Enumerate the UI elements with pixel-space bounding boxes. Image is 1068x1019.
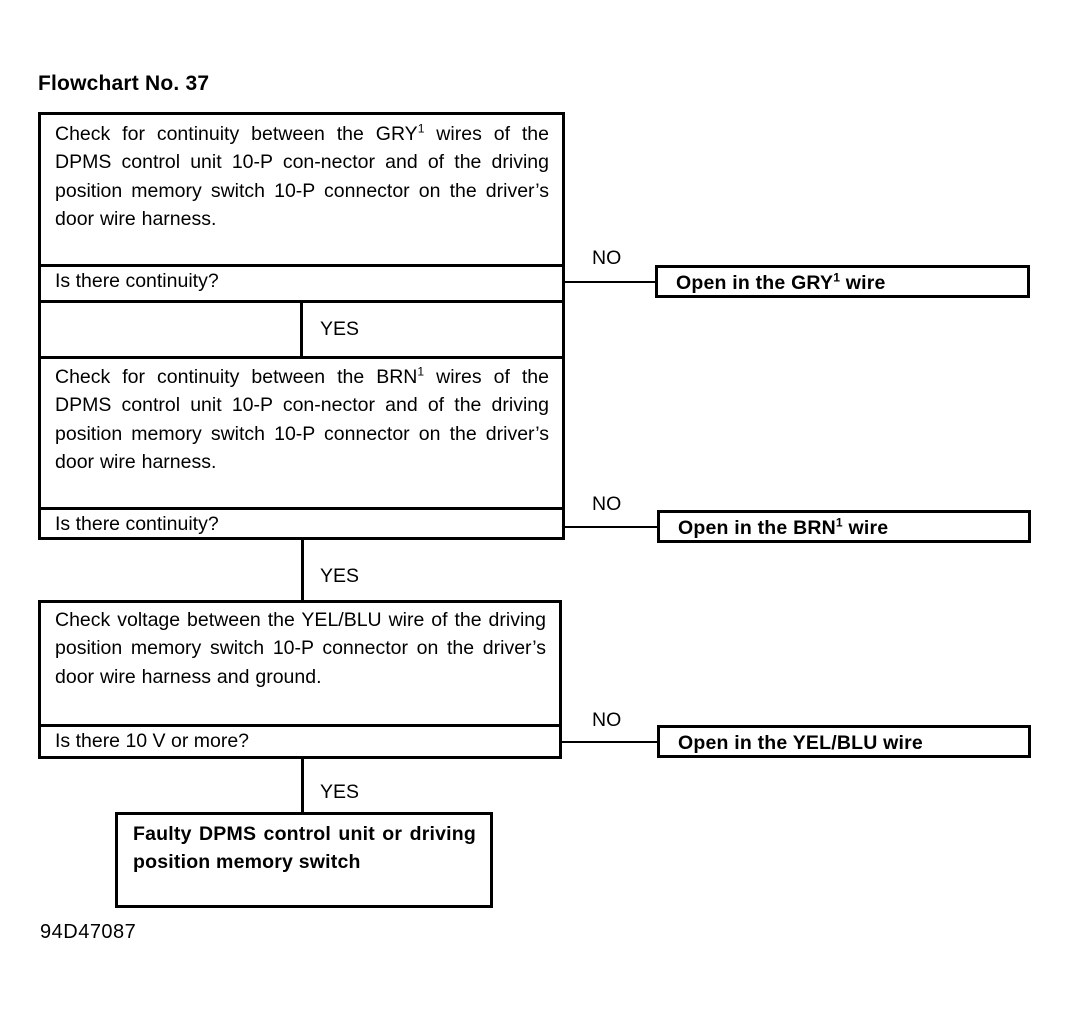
- step-2-no-label: NO: [592, 493, 622, 515]
- step-1-yes-cell-divider: [300, 300, 303, 356]
- step-3-no-result-box: [657, 725, 1031, 758]
- step-2-question: Is there continuity?: [55, 513, 219, 535]
- step-3-box: [38, 600, 562, 759]
- step-1-yes-label: YES: [320, 318, 360, 340]
- step-3-question: Is there 10 V or more?: [55, 730, 250, 752]
- page-title: Flowchart No. 37: [38, 72, 210, 95]
- step-2-yes-label: YES: [320, 565, 360, 587]
- step-1-statement: Check for continuity between the GRY1 wi…: [55, 121, 549, 231]
- step-1-question: Is there continuity?: [55, 270, 219, 292]
- terminal-outcome-text: Faulty DPMS control unit or driving posi…: [133, 823, 476, 874]
- step-3-no-result-text: Open in the YEL/BLU wire: [678, 732, 923, 754]
- step-2-statement-top-divider: [38, 356, 565, 359]
- step-1-no-result-text: Open in the GRY1 wire: [676, 270, 886, 294]
- step-3-no-connector: [562, 741, 657, 743]
- step-3-yes-label: YES: [320, 781, 360, 803]
- step-2-no-result-box: [657, 510, 1031, 543]
- step-2-no-connector: [565, 526, 659, 528]
- step-3-statement-divider: [38, 724, 562, 727]
- step-1-statement-divider: [38, 264, 565, 267]
- step-2-no-result-text: Open in the BRN1 wire: [678, 515, 889, 539]
- terminal-outcome-box: [115, 812, 493, 908]
- step-1-no-result-box: [655, 265, 1030, 298]
- step-3-no-label: NO: [592, 709, 622, 731]
- step-2-statement-divider: [38, 507, 565, 510]
- step-2-yes-connector: [301, 540, 304, 600]
- step-3-statement: Check voltage between the YEL/BLU wire o…: [55, 609, 546, 688]
- step-1-no-connector: [565, 281, 657, 283]
- figure-code: 94D47087: [40, 921, 137, 943]
- step-2-statement: Check for continuity between the BRN1 wi…: [55, 364, 549, 474]
- step-1-no-label: NO: [592, 247, 622, 269]
- step-3-yes-connector: [301, 759, 304, 814]
